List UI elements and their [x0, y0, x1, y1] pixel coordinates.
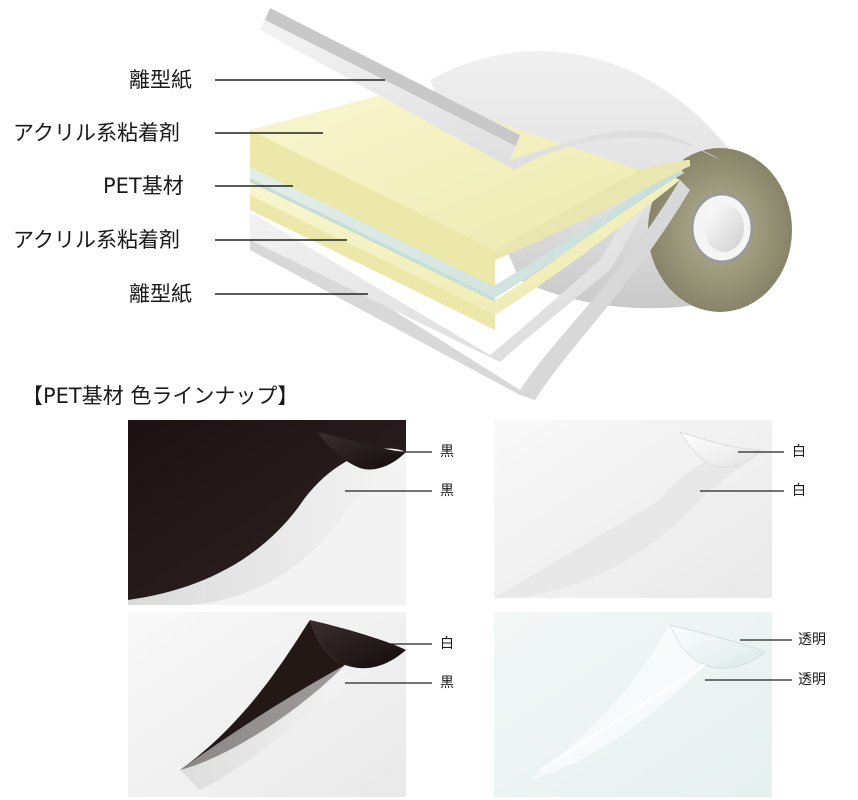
layer-label-acrylic-adhesive-bottom: アクリル系粘着剤 [13, 228, 180, 252]
sample-panel-clear-clear [494, 612, 772, 797]
color-lineup-heading: 【PET基材 色ラインナップ】 [22, 384, 299, 408]
layer-label-acrylic-adhesive-top: アクリル系粘着剤 [13, 121, 180, 145]
top-adhesive-curl [495, 160, 690, 260]
layer-leader-lines [215, 79, 385, 295]
sample-4-bottom-label: 透明 [798, 672, 826, 688]
top-adhesive-edge [250, 130, 495, 287]
sample-panel-white-white [494, 420, 772, 598]
panel-leader-lines [345, 451, 792, 684]
top-adhesive-face [250, 90, 640, 250]
layer-label-release-paper-bottom: 離型紙 [129, 282, 192, 306]
sample-2-top-label: 白 [792, 444, 806, 460]
top-release-paper-edge [265, 8, 520, 146]
bottom-release-paper [250, 185, 655, 362]
roll-core-inner [704, 204, 744, 252]
layer-label-release-paper-top: 離型紙 [129, 68, 192, 92]
sample-4-top-label: 透明 [798, 632, 826, 648]
sample-1-bottom-label: 黒 [440, 483, 454, 499]
layer-label-pet-substrate: PET基材 [103, 174, 184, 198]
sample-3-top-label: 白 [440, 636, 454, 652]
sample-1-top-label: 黒 [440, 444, 454, 460]
bottom-release-paper-curl [250, 180, 690, 400]
sample-panel-black-black [128, 420, 406, 605]
sample-3-bottom-label: 黒 [440, 675, 454, 691]
top-release-paper [260, 8, 720, 170]
sample-2-bottom-label: 白 [792, 483, 806, 499]
sample-panel-white-black [128, 612, 406, 797]
